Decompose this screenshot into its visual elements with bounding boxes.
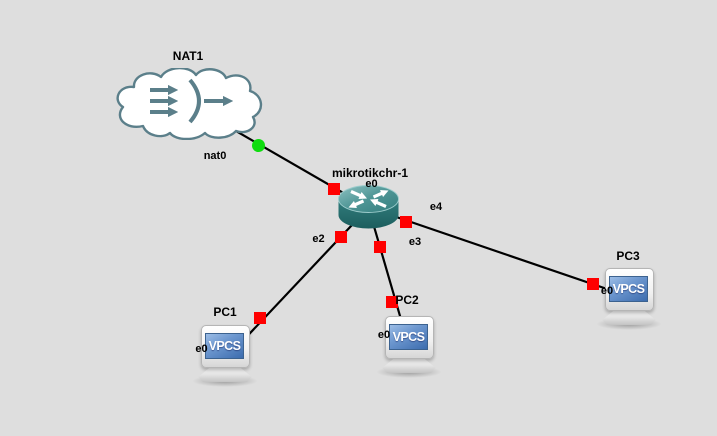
link-status-square-pc1 [254, 312, 266, 324]
port-label-router-e0: e0 [365, 178, 378, 190]
vpcs-node-pc3[interactable]: VPCS [596, 262, 662, 330]
nat-cloud-node[interactable] [110, 68, 265, 140]
vpcs-screen: VPCS [609, 276, 648, 302]
port-label-router-e4: e4 [429, 201, 443, 213]
node-label-router1[interactable]: mikrotikchr-1 [331, 166, 409, 180]
link-status-square-pc3 [587, 278, 599, 290]
port-label-router-e2: e2 [312, 233, 325, 245]
link-status-square-e2 [335, 231, 347, 243]
port-label-router-e3: e3 [408, 236, 422, 248]
link-status-square-e4 [400, 216, 412, 228]
link-status-dot-nat0 [252, 139, 265, 152]
port-label-pc1-e0: e0 [195, 343, 208, 355]
link-status-square-e0 [328, 183, 340, 195]
node-label-nat1[interactable]: NAT1 [172, 49, 204, 63]
vpcs-screen: VPCS [205, 333, 244, 359]
monitor-stand [382, 357, 436, 373]
link-status-square-e3 [374, 241, 386, 253]
vpcs-screen: VPCS [389, 324, 428, 350]
link-status-square-pc2 [386, 296, 398, 308]
monitor-icon: VPCS [201, 325, 250, 368]
router-icon [338, 185, 399, 229]
vpcs-node-pc2[interactable]: VPCS [376, 310, 442, 378]
port-label-pc3-e0: e0 [600, 285, 614, 297]
node-label-pc1[interactable]: PC1 [213, 305, 237, 319]
port-label-pc2-e0: e0 [377, 329, 391, 341]
port-label-nat0: nat0 [203, 150, 227, 162]
node-label-pc3[interactable]: PC3 [616, 249, 640, 263]
cloud-icon [116, 68, 263, 140]
vpcs-node-pc1[interactable]: VPCS [192, 319, 258, 387]
monitor-icon: VPCS [385, 316, 434, 359]
nat-arrows-icon [150, 78, 234, 124]
monitor-icon: VPCS [605, 268, 654, 311]
node-label-pc2[interactable]: PC2 [395, 293, 419, 307]
router-node[interactable] [337, 185, 400, 230]
monitor-stand [198, 366, 252, 382]
monitor-stand [602, 309, 656, 325]
